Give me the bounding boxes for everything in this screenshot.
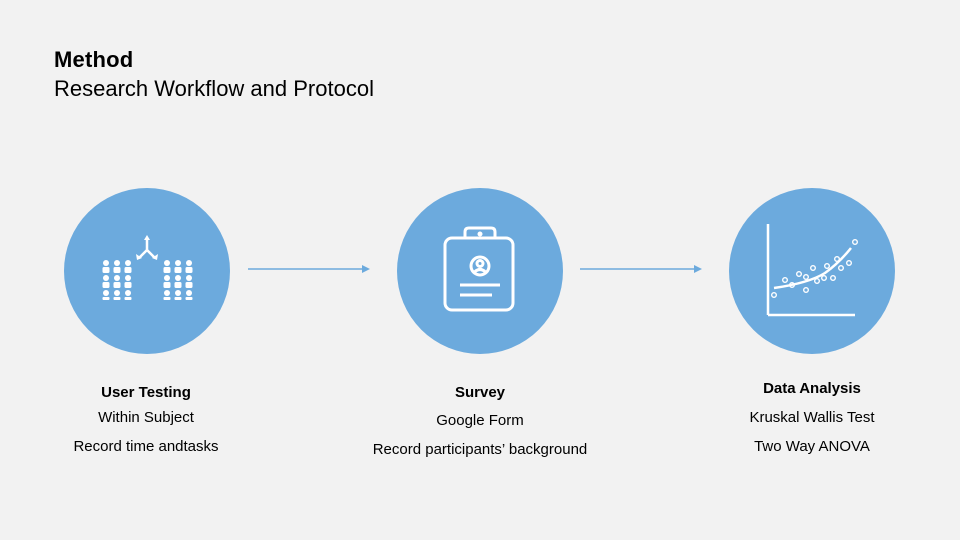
flow-arrow-2	[580, 265, 702, 273]
flow-arrow-1	[248, 265, 370, 273]
step-3-heading: Data Analysis	[763, 380, 861, 397]
step-2-heading: Survey	[454, 384, 506, 401]
scatter-plot-icon	[766, 224, 858, 317]
user-testing-icon	[102, 235, 193, 300]
step-3-line-1: Kruskal Wallis Test	[749, 409, 875, 426]
step-user-testing-circle	[64, 188, 230, 354]
step-2-line-1: Google Form	[436, 412, 524, 429]
step-1-heading: User Testing	[101, 384, 191, 401]
slide-title: Method	[54, 47, 134, 72]
step-2-line-2: Record participants’ background	[372, 441, 588, 458]
step-3-line-2: Two Way ANOVA	[754, 438, 870, 455]
step-data-analysis-circle	[729, 188, 895, 354]
step-1-line-1: Within Subject	[98, 409, 194, 426]
step-1-line-2: Record time andtasks	[73, 438, 219, 455]
slide-subtitle: Research Workflow and Protocol	[54, 76, 374, 101]
step-survey-circle	[397, 188, 563, 354]
clipboard-survey-icon	[443, 226, 515, 312]
